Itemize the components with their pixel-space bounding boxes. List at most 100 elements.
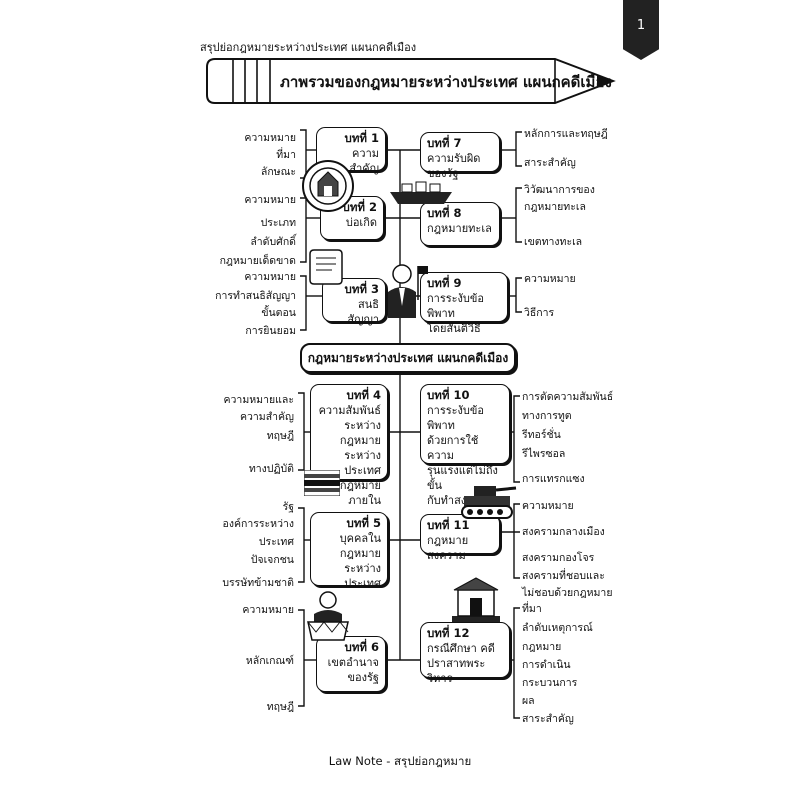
chapter-10-label: รีทอร์ชั่น [522,429,561,441]
chapter-4-label: ทางปฏิบัติ [248,463,294,475]
chapter-8-label: กฎหมายทะเล [524,201,586,213]
chapter-7-box: บทที่ 7 ความรับผิดของรัฐ [420,132,500,180]
chapter-4-line: ภายใน [348,494,381,507]
header-subtitle: สรุปย่อกฎหมายระหว่างประเทศ แผนกคดีเมือง [200,41,417,54]
chapter-12-line: กรณีศึกษา คดี [427,642,495,655]
center-title: กฎหมายระหว่างประเทศ แผนกคดีเมือง [300,343,516,373]
chapter-11-label: ไม่ชอบด้วยกฎหมาย [522,587,613,599]
chapter-12-label: กระบวนการ [522,677,578,689]
chapter-2-label: กฎหมายเด็ดขาด [219,255,296,267]
chapter-3-line: สนธิสัญญา [347,298,379,326]
chapter-5-head: บทที่ 5 [346,516,381,530]
chapter-2-label: ความหมาย [244,194,296,206]
chapter-12-label: ที่มา [522,603,542,615]
chapter-8-label: วิวัฒนาการของ [524,184,595,196]
chapter-11-line: กฎหมายสงคราม [427,534,469,562]
chapter-1-line: ความสำคัญ [349,147,379,175]
chapter-3-label: การทำสนธิสัญญา [215,290,296,302]
chapter-2-line: บ่อเกิด [345,216,377,229]
chapter-2-head: บทที่ 2 [342,200,377,214]
temple-icon [452,577,500,622]
chapter-5-line: บุคคลใน [339,532,381,545]
chapter-9-line: การระงับข้อพิพาท [427,292,485,320]
chapter-10-line: การระงับข้อพิพาท [427,404,485,432]
scroll-icon [309,249,343,285]
chapter-4-label: ความหมายและ [223,394,294,406]
chapter-7-line: ความรับผิดของรัฐ [427,152,481,180]
chapter-10-box: บทที่ 10 การระงับข้อพิพาท ด้วยการใช้ความ… [420,384,510,507]
chapter-12-head: บทที่ 12 [427,626,470,640]
chapter-5-label: บรรษัทข้ามชาติ [222,577,294,589]
chapter-2-label: ประเภท [260,217,296,229]
chapter-11-head: บทที่ 11 [427,518,470,532]
chapter-9-line: โดยสันติวิธี [427,322,481,335]
chapter-12-box: บทที่ 12 กรณีศึกษา คดี ปราสาทพระวิหาร [420,622,510,685]
chapter-10-label: การแทรกแซง [522,473,585,485]
chapter-5-label: ประเทศ [258,536,294,548]
chapter-4-label: ทฤษฎี [266,430,294,442]
chapter-9-label: วิธีการ [524,307,555,319]
chapter-12-line: ปราสาทพระวิหาร [427,657,486,685]
page-title: ภาพรวมของกฎหมายระหว่างประเทศ แผนกคดีเมือ… [280,73,612,91]
chapter-5-label: รัฐ [282,501,294,513]
chapter-5-box: บทที่ 5 บุคคลใน กฎหมาย ระหว่างประเทศ [310,512,388,590]
chapter-8-box: บทที่ 8 กฎหมายทะเล [420,202,500,246]
chapter-4-line: ความสัมพันธ์ [318,404,381,417]
chapter-1-box: บทที่ 1 ความสำคัญ [316,127,386,175]
chapter-4-line: ระหว่างกฎหมาย [339,419,381,447]
chapter-3-label: การยินยอม [245,325,296,337]
chapter-10-label: การตัดความสัมพันธ์ [522,391,614,403]
chapter-2-label: ลำดับศักดิ์ [250,236,296,248]
chapter-3-label: ขั้นตอน [261,307,296,319]
chapter-6-line: ของรัฐ [347,671,379,684]
chapter-9-box: บทที่ 9 การระงับข้อพิพาท โดยสันติวิธี [420,272,508,335]
chapter-5-line: ระหว่างประเทศ [344,562,381,590]
chapter-3-box: บทที่ 3 สนธิสัญญา [322,278,386,326]
chapter-4-label: ความสำคัญ [239,411,294,423]
chapter-10-line: รุนแรงแต่ไม่ถึงขั้น [427,464,498,492]
chapter-10-label: รีไพรซอล [522,448,566,460]
chapter-1-label: ที่มา [276,149,296,161]
chapter-11-label: สงครามที่ชอบและ [522,570,605,582]
tank-icon [461,486,517,519]
chapter-11-label: สงครามกองโจร [522,552,595,564]
chapter-1-head: บทที่ 1 [344,131,379,145]
chapter-1-label: ความหมาย [244,132,296,144]
chapter-5-line: กฎหมาย [339,547,381,560]
page-number-tab: 1 [623,0,659,60]
chapter-3-head: บทที่ 3 [344,282,379,296]
chapter-12-label: การดำเนิน [522,659,571,671]
chapter-4-box: บทที่ 4 ความสัมพันธ์ ระหว่างกฎหมาย ระหว่… [310,384,388,507]
soldier-icon [307,591,349,641]
chapter-5-label: องค์การระหว่าง [222,518,294,530]
chapter-12-label: ลำดับเหตุการณ์ [522,622,593,634]
chapter-3-label: ความหมาย [244,271,296,283]
chapter-7-label: หลักการและทฤษฎี [524,128,608,140]
chapter-12-label: กฎหมาย [522,641,562,653]
chapter-6-line: เขตอำนาจ [327,656,379,669]
chapter-10-head: บทที่ 10 [427,388,470,402]
chapter-11-label: สงครามกลางเมือง [522,526,605,538]
chapter-4-head: บทที่ 4 [346,388,381,402]
chapter-12-label: สาระสำคัญ [522,713,574,725]
chapter-8-head: บทที่ 8 [427,206,462,220]
chapter-8-line: กฎหมายทะเล [427,222,492,235]
chapter-10-line: ด้วยการใช้ความ [427,434,479,462]
chapter-1-label: ลักษณะ [260,166,296,178]
chapter-6-label: ทฤษฎี [266,701,294,713]
chapter-8-label: เขตทางทะเล [524,236,583,248]
diplomat-icon [388,264,428,318]
chapter-9-head: บทที่ 9 [427,276,462,290]
chapter-6-box: บทที่ 6 เขตอำนาจ ของรัฐ [316,636,386,692]
chapter-6-label: ความหมาย [242,604,294,616]
ship-icon [390,181,452,204]
chapter-5-label: ปัจเจกชน [250,554,294,566]
chapter-11-box: บทที่ 11 กฎหมายสงคราม [420,514,500,562]
chapter-6-label: หลักเกณฑ์ [245,655,294,667]
pencil-icon [206,58,616,104]
chapter-4-line: ระหว่างประเทศ [344,449,381,477]
chapter-6-head: บทที่ 6 [344,640,379,654]
seal-emblem-icon [302,160,354,212]
